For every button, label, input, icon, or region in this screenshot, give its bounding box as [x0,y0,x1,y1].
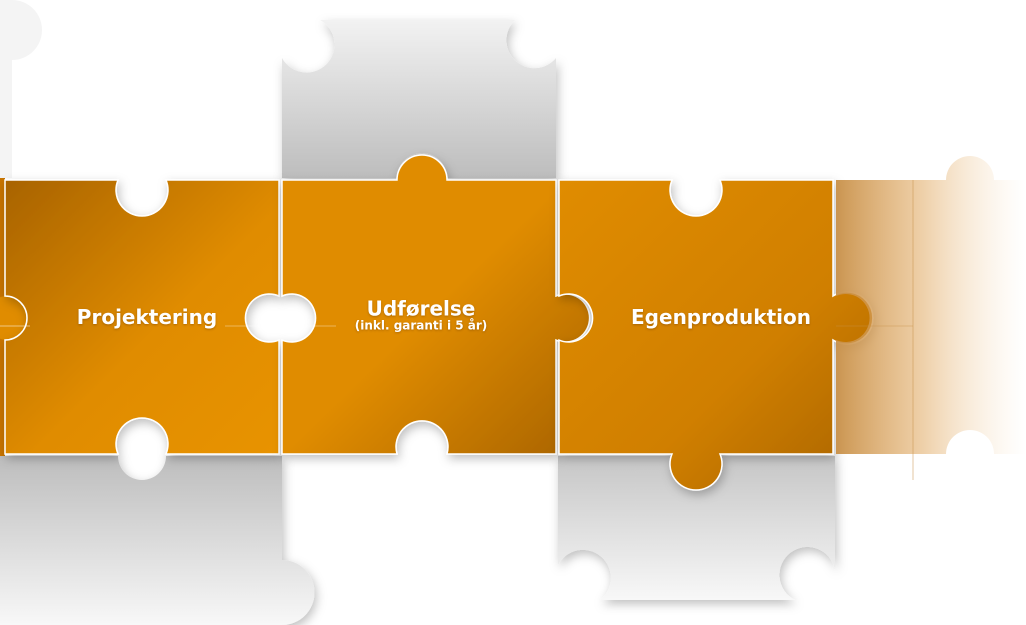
puzzle-piece-projektering [4,179,280,455]
gray-piece-top-left [0,0,42,178]
gray-piece-bottom-left [0,456,315,625]
label-projektering: Projektering [77,306,217,328]
projektering-title: Projektering [76,305,218,329]
puzzle-piece-faded-right [836,156,1026,480]
gray-piece-top-middle [282,20,556,178]
gray-piece-bottom-middle [558,431,835,600]
egenproduktion-title: Egenproduktion [631,305,811,329]
label-udforelse: Udførelse (inkl. garanti i 5 år) [355,298,488,333]
udforelse-subtitle: (inkl. garanti i 5 år) [354,318,488,333]
puzzle-piece-udforelse [281,154,591,455]
label-egenproduktion: Egenproduktion [631,306,811,328]
puzzle-piece-egenproduktion [558,179,874,491]
udforelse-title: Udførelse [366,296,476,321]
